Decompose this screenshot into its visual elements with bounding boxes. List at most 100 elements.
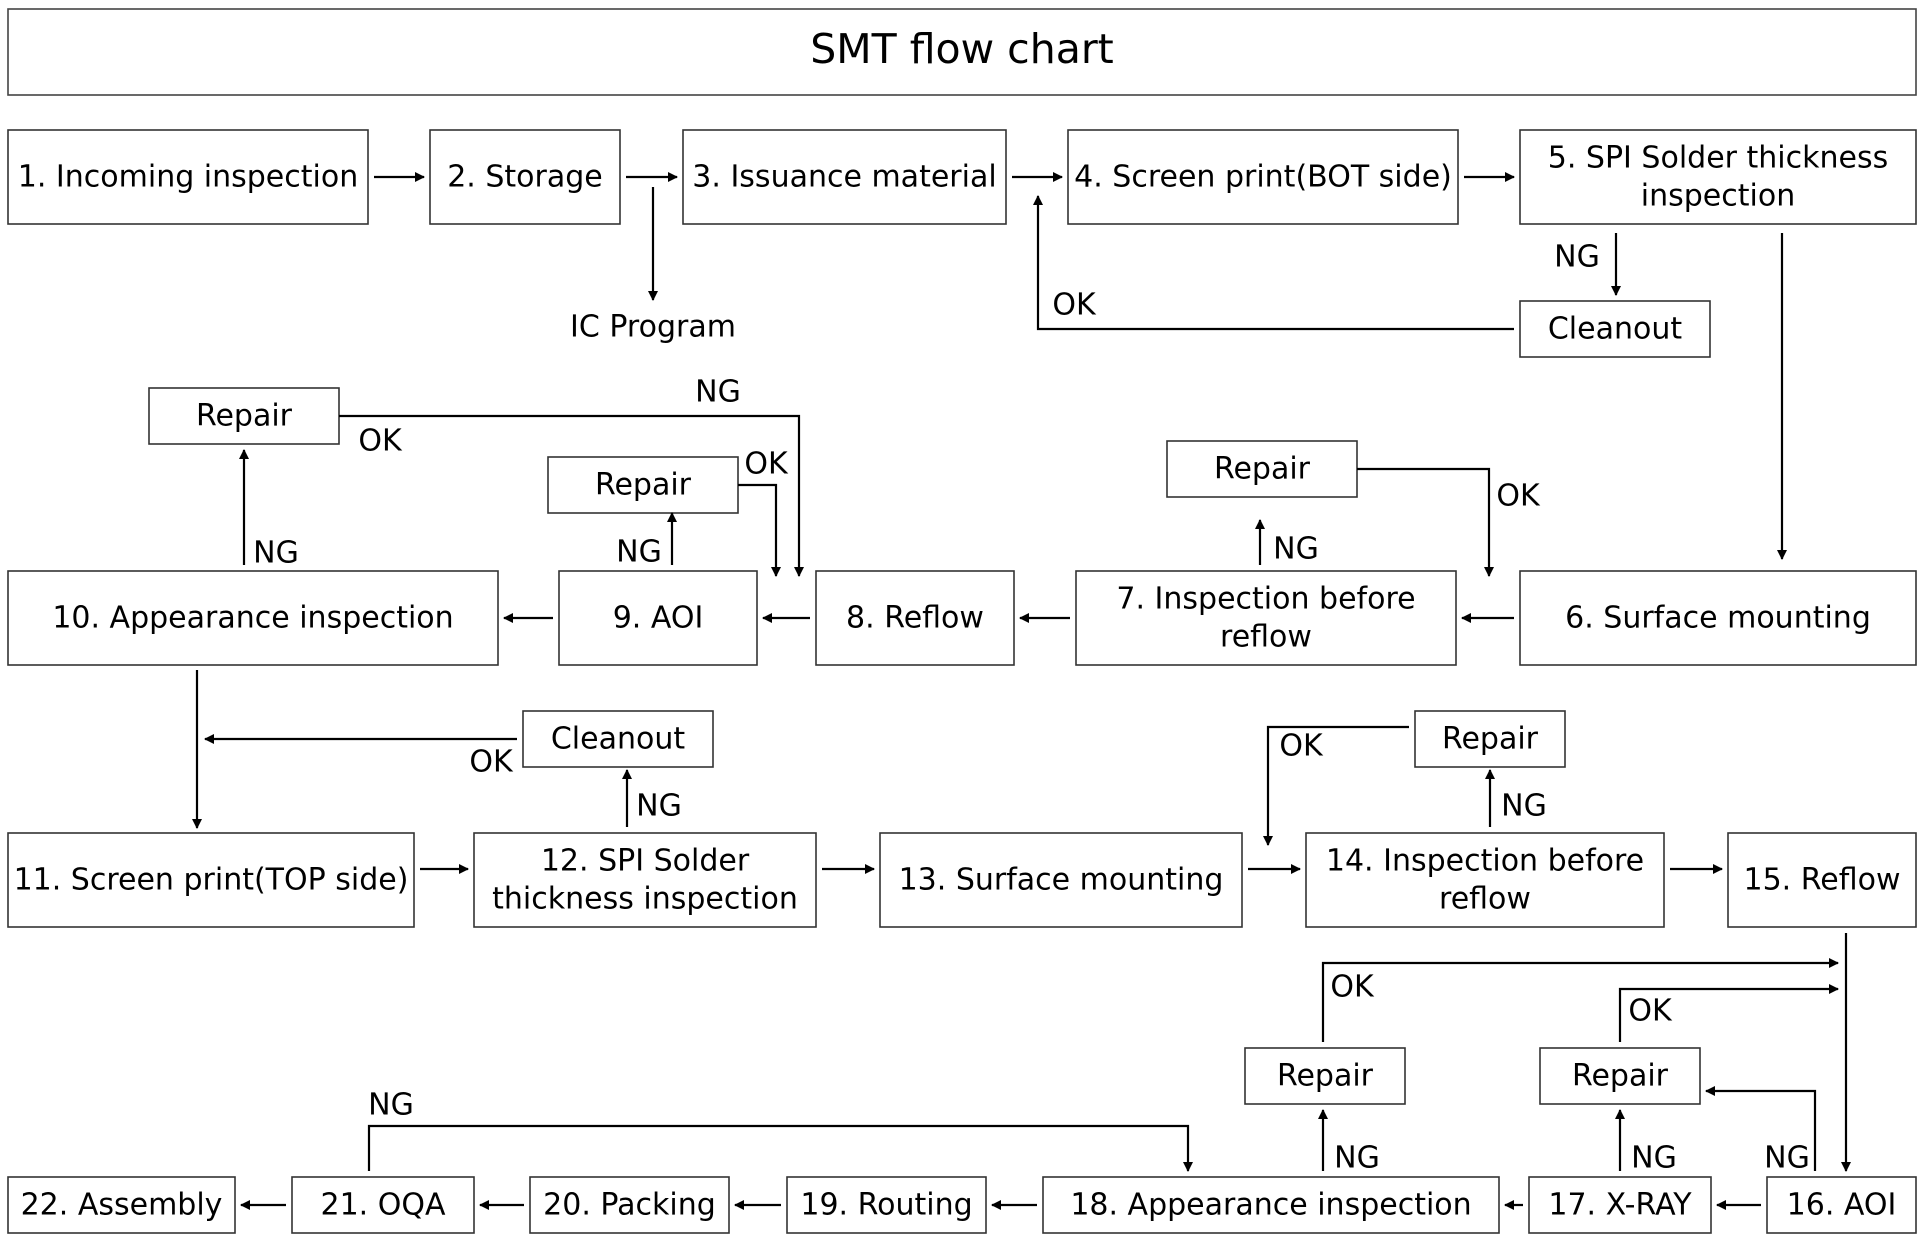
repair-box-a: Repair xyxy=(148,387,340,445)
step-20-packing-frame xyxy=(529,1176,730,1234)
ng-label-step10: NG xyxy=(253,536,299,571)
step-20-packing: 20. Packing xyxy=(529,1176,730,1234)
step-12-spi-inspection-frame xyxy=(473,832,817,928)
ng-label-step21: NG xyxy=(368,1088,414,1123)
step-19-routing-frame xyxy=(786,1176,987,1234)
ng-label-step17: NG xyxy=(1631,1141,1677,1176)
step-5-spi-inspection-frame xyxy=(1519,129,1917,225)
step-16-aoi-frame xyxy=(1766,1176,1917,1234)
step-17-x-ray-label: 17. X-RAY xyxy=(1548,1188,1692,1223)
step-6-surface-mounting-frame xyxy=(1519,570,1917,666)
step-14-inspection-before-reflow-frame xyxy=(1305,832,1665,928)
cleanout-box-a-frame xyxy=(1519,300,1711,358)
step-18-appearance-inspection-frame xyxy=(1042,1176,1500,1234)
step-11-screen-print-top-label: 11. Screen print(TOP side) xyxy=(14,863,409,898)
ok-label-repair-e: OK xyxy=(1330,970,1375,1005)
step-9-aoi: 9. AOI xyxy=(558,570,758,666)
step-13-surface-mounting: 13. Surface mounting xyxy=(879,832,1243,928)
ng-label-step18: NG xyxy=(1334,1141,1380,1176)
step-7-inspection-before-reflow-frame xyxy=(1075,570,1457,666)
arrow-repair-ok-to-15-b xyxy=(1321,958,1839,1042)
ok-label-repair-c: OK xyxy=(1496,479,1541,514)
step-13-surface-mounting-label: 13. Surface mounting xyxy=(899,863,1224,898)
step-9-aoi-label: 9. AOI xyxy=(613,601,704,636)
step-2-storage-label: 2. Storage xyxy=(447,160,603,195)
step-14-inspection-before-reflow-label-line-1: 14. Inspection before xyxy=(1326,844,1644,879)
step-1-incoming-inspection-label: 1. Incoming inspection xyxy=(18,160,358,195)
step-6-surface-mounting-label: 6. Surface mounting xyxy=(1565,601,1871,636)
ok-label-cleanout-b: OK xyxy=(469,745,514,780)
step-2-storage-frame xyxy=(429,129,621,225)
step-19-routing: 19. Routing xyxy=(786,1176,987,1234)
step-8-reflow-label: 8. Reflow xyxy=(846,601,984,636)
ng-label-step12: NG xyxy=(636,789,682,824)
repair-box-a-frame xyxy=(148,387,340,445)
step-14-inspection-before-reflow-label-line-2: reflow xyxy=(1439,882,1531,917)
step-16-aoi: 16. AOI xyxy=(1766,1176,1917,1234)
step-12-spi-inspection-label-line-2: thickness inspection xyxy=(492,882,798,917)
repair-box-c: Repair xyxy=(1166,440,1358,498)
arrow-16-ng-to-repair xyxy=(1705,1086,1817,1171)
step-10-appearance-inspection: 10. Appearance inspection xyxy=(7,570,499,666)
step-10-appearance-inspection-label: 10. Appearance inspection xyxy=(52,601,453,636)
repair-box-e-label: Repair xyxy=(1277,1059,1374,1094)
step-5-spi-inspection-label-line-1: 5. SPI Solder thickness xyxy=(1548,141,1889,176)
repair-box-d-label: Repair xyxy=(1442,722,1539,757)
repair-box-f-frame xyxy=(1539,1047,1701,1105)
step-5-spi-inspection-label-line-2: inspection xyxy=(1641,179,1795,214)
step-11-screen-print-top: 11. Screen print(TOP side) xyxy=(7,832,415,928)
ok-label-cleanout-a: OK xyxy=(1052,288,1097,323)
step-22-assembly-label: 22. Assembly xyxy=(21,1188,223,1223)
ng-label-step14: NG xyxy=(1501,789,1547,824)
repair-box-d-frame xyxy=(1414,710,1566,768)
ic-program-label: IC Program xyxy=(570,310,736,345)
step-15-reflow-label: 15. Reflow xyxy=(1744,863,1901,898)
repair-box-e-frame xyxy=(1244,1047,1406,1105)
ok-label-repair-b: OK xyxy=(744,447,789,482)
step-20-packing-label: 20. Packing xyxy=(543,1188,716,1223)
arrow-repair-ok-to-15-a xyxy=(1618,984,1839,1042)
step-17-x-ray-frame xyxy=(1528,1176,1712,1234)
step-3-issuance-material: 3. Issuance material xyxy=(682,129,1007,225)
arrow-21-ng-to-18 xyxy=(367,1124,1193,1172)
step-15-reflow-frame xyxy=(1727,832,1917,928)
step-3-issuance-material-label: 3. Issuance material xyxy=(692,160,996,195)
step-4-screen-print-bot: 4. Screen print(BOT side) xyxy=(1067,129,1459,225)
step-4-screen-print-bot-label: 4. Screen print(BOT side) xyxy=(1074,160,1452,195)
ng-label-step16: NG xyxy=(1764,1141,1810,1176)
ok-label-repair-d: OK xyxy=(1279,729,1324,764)
cleanout-box-a: Cleanout xyxy=(1519,300,1711,358)
repair-box-e: Repair xyxy=(1244,1047,1406,1105)
title-box xyxy=(7,8,1917,96)
cleanout-box-b-frame xyxy=(522,710,714,768)
repair-box-a-label: Repair xyxy=(196,399,293,434)
step-1-incoming-inspection: 1. Incoming inspection xyxy=(7,129,369,225)
step-12-spi-inspection-label-line-1: 12. SPI Solder xyxy=(541,844,750,879)
step-8-reflow-frame xyxy=(815,570,1015,666)
ng-label-repair-a: NG xyxy=(695,375,741,410)
step-2-storage: 2. Storage xyxy=(429,129,621,225)
step-8-reflow: 8. Reflow xyxy=(815,570,1015,666)
step-6-surface-mounting: 6. Surface mounting xyxy=(1519,570,1917,666)
step-17-x-ray: 17. X-RAY xyxy=(1528,1176,1712,1234)
ok-label-repair-f: OK xyxy=(1628,994,1673,1029)
arrow-repair-ok-to-8 xyxy=(738,483,781,577)
step-21-oqa: 21. OQA xyxy=(291,1176,475,1234)
step-21-oqa-frame xyxy=(291,1176,475,1234)
step-18-appearance-inspection: 18. Appearance inspection xyxy=(1042,1176,1500,1234)
step-10-appearance-inspection-frame xyxy=(7,570,499,666)
repair-box-b: Repair xyxy=(547,456,739,514)
cleanout-box-b: Cleanout xyxy=(522,710,714,768)
step-13-surface-mounting-frame xyxy=(879,832,1243,928)
arrow-repair-ng-to-8 xyxy=(339,414,804,577)
step-18-appearance-inspection-label: 18. Appearance inspection xyxy=(1070,1188,1471,1223)
step-11-screen-print-top-frame xyxy=(7,832,415,928)
step-9-aoi-frame xyxy=(558,570,758,666)
cleanout-box-a-label: Cleanout xyxy=(1548,312,1683,347)
step-16-aoi-label: 16. AOI xyxy=(1787,1188,1897,1223)
step-19-routing-label: 19. Routing xyxy=(800,1188,972,1223)
arrow-repair-ok-to-7 xyxy=(1357,467,1494,577)
